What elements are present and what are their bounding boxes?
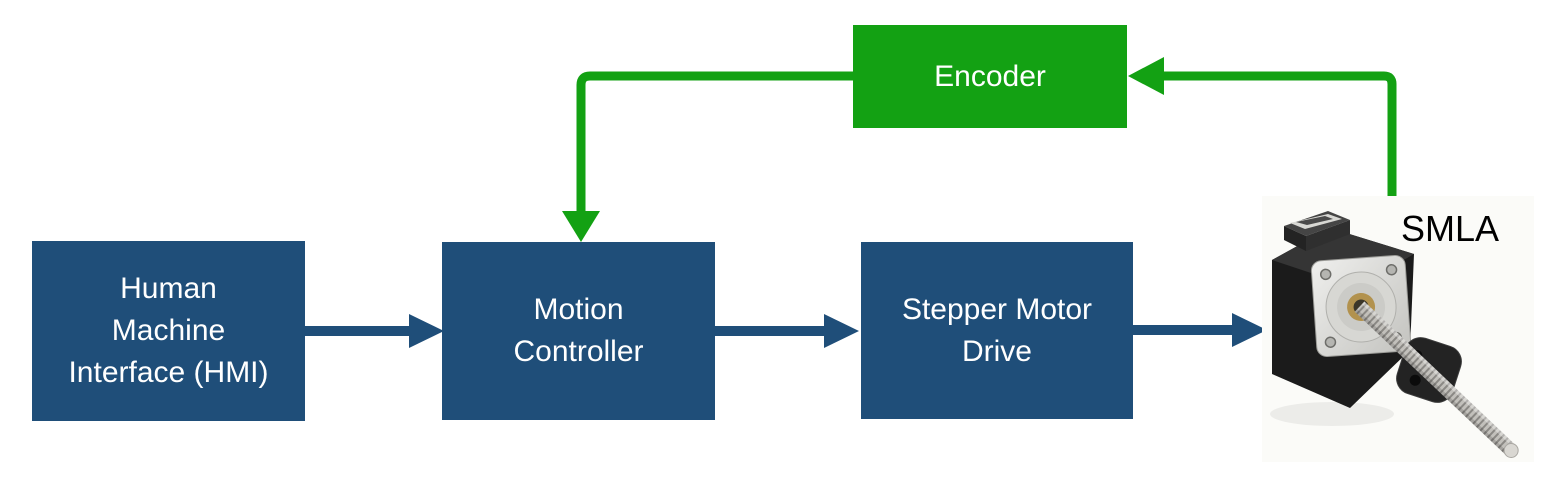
smla-label: SMLA (1401, 208, 1500, 249)
block-hmi-label-line2: Machine (111, 314, 226, 347)
arrow-motion-to-drive (715, 314, 859, 348)
block-drive-label-line1: Stepper Motor (901, 292, 1093, 326)
arrowhead-left-icon (1128, 57, 1164, 95)
arrowhead-down-icon (562, 211, 600, 242)
block-motion-label-line2: Controller (513, 335, 644, 368)
lead-screw (1354, 301, 1519, 458)
arrowhead-right-icon (824, 314, 859, 348)
block-encoder: Encoder (853, 25, 1127, 128)
arrow-smla-to-encoder (1128, 57, 1397, 202)
arrow-hmi-to-motion (305, 314, 444, 348)
block-hmi: Human Machine Interface (HMI) (32, 241, 305, 421)
block-encoder-label: Encoder (934, 59, 1046, 93)
block-hmi-label-line1: Human (120, 272, 217, 305)
block-hmi-label-line3: Interface (HMI) (68, 356, 269, 389)
block-motion-controller: Motion Controller (442, 242, 715, 420)
block-motion-label-line1: Motion (533, 293, 624, 326)
arrow-drive-to-smla (1133, 313, 1267, 347)
block-drive-label-line2: Drive (961, 334, 1032, 368)
arrowhead-right-icon (1232, 313, 1267, 347)
arrowhead-right-icon (409, 314, 444, 348)
arrow-encoder-to-motion (562, 71, 853, 242)
motor-shadow (1270, 402, 1394, 426)
motor-connector (1284, 211, 1350, 251)
block-stepper-motor-drive: Stepper Motor Drive (861, 242, 1133, 419)
smla-photo (1262, 196, 1534, 462)
